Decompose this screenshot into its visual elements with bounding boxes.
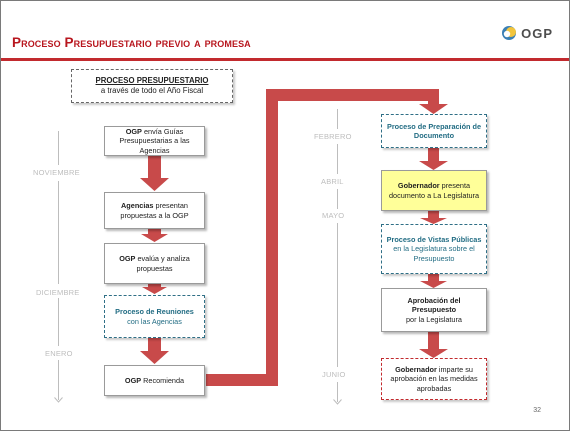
step-ogp-evalua: OGP evalúa y analiza propuestas (104, 243, 205, 284)
step-text: Recomienda (141, 375, 185, 385)
step-vistas-publicas: Proceso de Vistas Públicas en la Legisla… (381, 224, 487, 274)
legend-title: PROCESO PRESUPUESTARIO (95, 76, 209, 86)
step-actor: Proceso de Reuniones (115, 307, 194, 317)
month-label: ABRIL (321, 177, 344, 186)
timeline-segment (58, 131, 59, 165)
ogp-logo: OGP (501, 25, 553, 41)
arrow-shaft-r2 (428, 211, 439, 219)
step-gobernador-presenta: Gobernador presenta documento a La Legis… (381, 170, 487, 211)
arrow-head-r2 (420, 218, 447, 224)
connector-top (266, 89, 439, 101)
logo-text: OGP (521, 25, 553, 41)
arrow-shaft-r4 (428, 332, 439, 350)
connector-head (419, 104, 448, 114)
connector-vertical (266, 89, 278, 386)
step-agencias-presentan: Agencias presentan propuestas a la OGP (104, 192, 205, 229)
step-ogp-recomienda: OGP Recomienda (104, 365, 205, 396)
step-text: por la Legislatura (406, 314, 462, 324)
page-title: Proceso Presupuestario previo a promesa (12, 35, 251, 50)
step-actor: Proceso de Vistas Públicas (386, 235, 482, 245)
step-text: envía Guías Presupuestarias a las Agenci… (119, 127, 190, 155)
step-text: imparte su aprobación en las medidas apr… (390, 365, 478, 393)
arrow-head-r1 (419, 161, 448, 170)
timeline-segment (337, 109, 338, 129)
step-actor: OGP (124, 375, 142, 385)
timeline-segment (337, 189, 338, 209)
step-actor: Proceso de Preparación de Documento (386, 121, 482, 140)
step-actor: Gobernador (395, 365, 437, 375)
arrow-head-2 (141, 234, 168, 242)
step-actor: OGP (119, 254, 136, 264)
step-aprobacion-presupuesto: Aprobación del Presupuesto por la Legisl… (381, 288, 487, 332)
step-actor: Aprobación del Presupuesto (407, 296, 461, 315)
step-text: presenta documento a La Legislatura (388, 181, 480, 200)
timeline-segment (337, 382, 338, 402)
legend-subtitle: a través de todo el Año Fiscal (100, 86, 204, 95)
step-actor: Gobernador (397, 181, 440, 191)
step-actor: OGP (125, 127, 142, 137)
step-gobernador-imparte: Gobernador imparte su aprobación en las … (381, 358, 487, 400)
month-label: ENERO (45, 349, 73, 358)
arrow-head-4 (140, 351, 169, 364)
arrow-shaft-r3 (428, 274, 439, 282)
title-divider (1, 58, 569, 61)
step-text: en la Legislatura sobre el Presupuesto (393, 244, 475, 263)
month-label: DICIEMBRE (36, 288, 80, 297)
timeline-segment (58, 298, 59, 346)
arrow-head-r3 (420, 281, 447, 288)
arrow-head-1 (140, 178, 169, 191)
timeline-arrow-icon (54, 397, 63, 403)
process-legend-box: PROCESO PRESUPUESTARIO a través de todo … (71, 69, 233, 103)
connector-horizontal (206, 374, 276, 386)
step-text: evalúa y analiza propuestas (135, 254, 190, 273)
arrow-shaft-1 (148, 156, 161, 178)
arrow-head-3 (142, 287, 167, 294)
arrow-shaft-4 (148, 338, 161, 352)
timeline-segment (337, 223, 338, 367)
step-text: con las Agencias (127, 316, 182, 326)
connector-down-shaft (428, 89, 439, 105)
step-text: presentan propuestas a la OGP (120, 201, 189, 220)
step-preparacion-documento: Proceso de Preparación de Documento (381, 114, 487, 148)
arrow-shaft-3 (148, 284, 161, 288)
month-label: JUNIO (322, 370, 346, 379)
step-proceso-reuniones: Proceso de Reuniones con las Agencias (104, 295, 205, 338)
arrow-shaft-r1 (428, 148, 439, 162)
logo-mark-icon (502, 26, 517, 40)
step-ogp-envia-guias: OGP envía Guías Presupuestarias a las Ag… (104, 126, 205, 156)
arrow-head-r4 (419, 349, 448, 358)
month-label: MAYO (322, 211, 345, 220)
month-label: FEBRERO (314, 132, 352, 141)
arrow-shaft-2 (148, 229, 161, 235)
timeline-segment (58, 181, 59, 284)
timeline-arrow-icon (333, 399, 342, 405)
month-label: NOVIEMBRE (33, 168, 80, 177)
slide-number: 32 (533, 407, 541, 414)
timeline-segment (337, 144, 338, 174)
step-actor: Agencias (121, 201, 154, 211)
timeline-segment (58, 360, 59, 400)
